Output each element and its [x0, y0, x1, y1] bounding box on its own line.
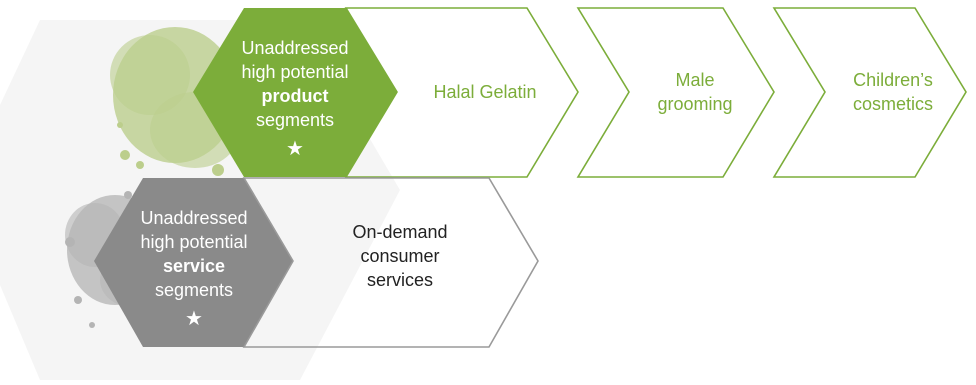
on-demand-line2: consumer — [360, 246, 440, 266]
product-hexagon — [193, 8, 397, 177]
childrens-cosmetics-line2: cosmetics — [852, 94, 933, 114]
halal-gelatin-label: Halal Gelatin — [410, 80, 560, 104]
product-label-line1: Unaddressed — [241, 38, 349, 58]
service-hexagon-label: Unaddressed high potential service segme… — [100, 206, 288, 332]
service-label-line1: Unaddressed — [140, 208, 248, 228]
on-demand-line3: services — [366, 270, 433, 290]
on-demand-services-label: On-demand consumer services — [320, 220, 480, 292]
service-hexagon — [94, 178, 293, 347]
on-demand-line1: On-demand — [352, 222, 448, 242]
halal-gelatin-hexagon — [344, 7, 579, 178]
service-label-bold: service — [162, 256, 226, 276]
green-watercolor-splash — [110, 27, 240, 176]
male-grooming-hexagon — [576, 7, 775, 178]
male-grooming-line2: grooming — [657, 94, 733, 114]
male-grooming-label: Male grooming — [625, 68, 765, 116]
male-grooming-line1: Male — [675, 70, 715, 90]
product-segment-outlines — [344, 7, 967, 178]
childrens-cosmetics-line1: Children’s — [853, 70, 933, 90]
service-label-line4: segments — [154, 280, 234, 300]
childrens-cosmetics-hexagon — [772, 7, 967, 178]
service-label-line2: high potential — [140, 232, 248, 252]
product-label-line4: segments — [255, 110, 335, 130]
product-label-bold: product — [261, 86, 329, 106]
halal-gelatin-text: Halal Gelatin — [433, 82, 537, 102]
childrens-cosmetics-label: Children’s cosmetics — [818, 68, 968, 116]
product-label-line2: high potential — [241, 62, 349, 82]
star-icon: ★ — [185, 308, 203, 330]
star-icon: ★ — [286, 138, 304, 160]
on-demand-services-hexagon — [242, 177, 539, 348]
product-hexagon-label: Unaddressed high potential product segme… — [200, 36, 390, 162]
